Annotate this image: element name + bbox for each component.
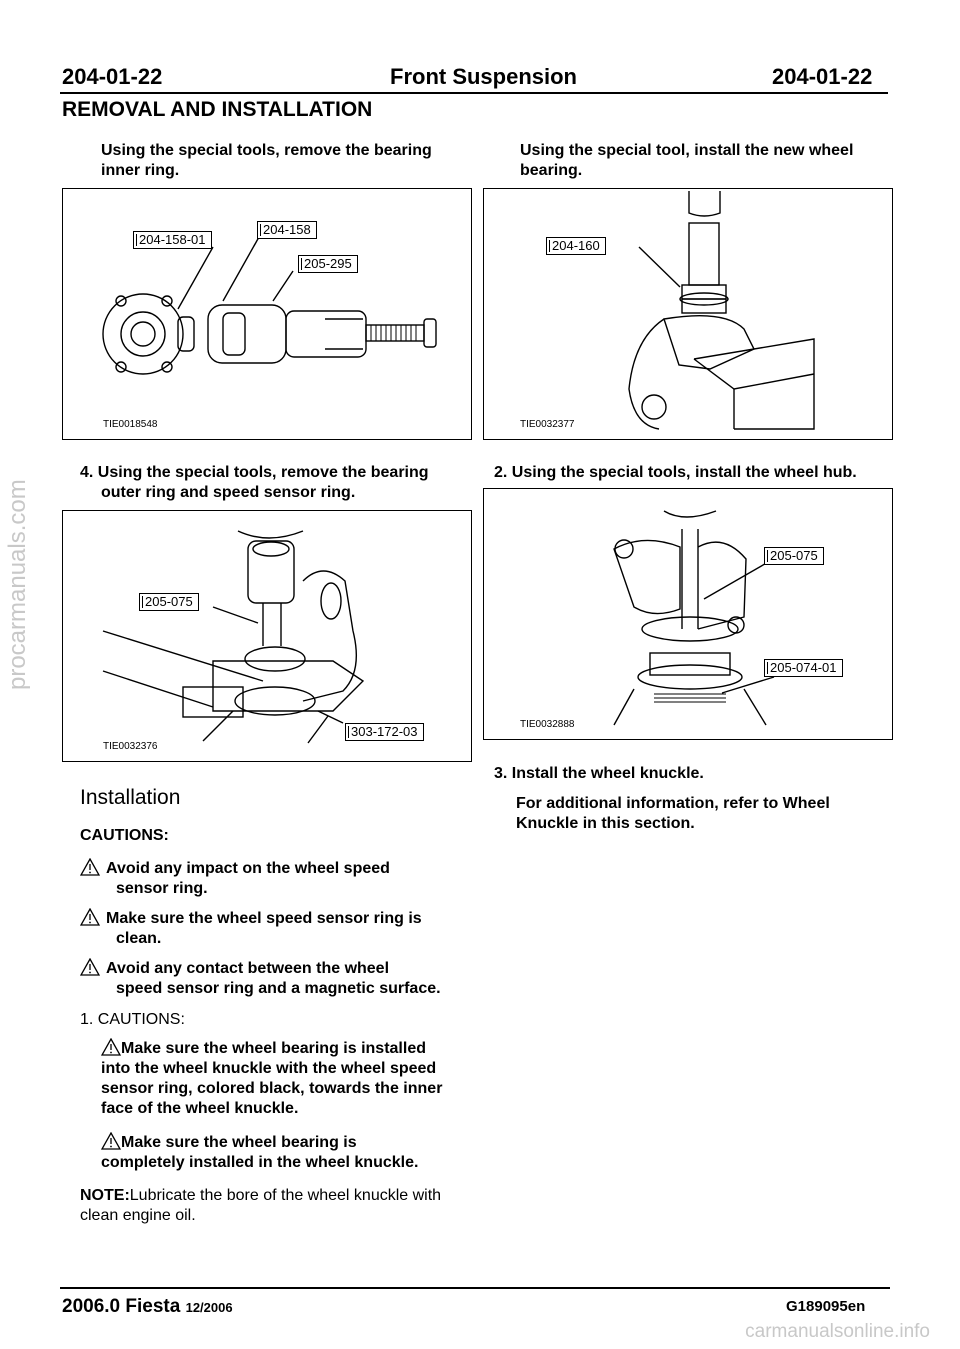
- footer-model: 2006.0 Fiesta 12/2006: [62, 1296, 233, 1317]
- caution-item: Avoid any contact between the wheel spee…: [80, 958, 441, 999]
- step-1-caution-a: Make sure the wheel bearing is installed…: [101, 1038, 443, 1117]
- tool-label: 205-295: [298, 255, 358, 273]
- figure-install-hub: 205-075 205-074-01 TIE0032888: [483, 488, 893, 740]
- warning-icon: [101, 1132, 121, 1150]
- warning-icon: [80, 908, 100, 926]
- figure-hub-inner-ring: 204-158-01 204-158 205-295 TIE0018548: [62, 188, 472, 440]
- footer-doc-code: G189095en: [786, 1298, 866, 1315]
- hub-press-drawing: [613, 510, 775, 726]
- right-step-2: 2. Using the special tools, install the …: [494, 464, 857, 481]
- section-title: REMOVAL AND INSTALLATION: [62, 98, 373, 121]
- tool-label: 205-075: [764, 547, 824, 565]
- caution-item: Avoid any impact on the wheel speed sens…: [80, 858, 390, 899]
- warning-icon: [101, 1038, 121, 1056]
- press-knuckle-drawing: [102, 530, 365, 744]
- right-step-3: 3. Install the wheel knuckle.: [494, 765, 704, 782]
- warning-icon: [80, 858, 100, 876]
- footer-rule: [60, 1287, 890, 1289]
- bearing-press-drawing: [628, 191, 815, 430]
- figure-id: TIE0018548: [103, 419, 158, 430]
- bottom-watermark: carmanualsonline.info: [745, 1321, 930, 1342]
- installation-heading: Installation: [80, 786, 181, 809]
- right-ref: For additional information, refer to Whe…: [516, 795, 830, 832]
- tool-label: 204-158: [257, 221, 317, 239]
- tool-label: 303-172-03: [345, 723, 424, 741]
- step-1-label: 1. CAUTIONS:: [80, 1011, 185, 1028]
- figure-id: TIE0032376: [103, 741, 158, 752]
- left-step-a: Using the special tools, remove the bear…: [101, 142, 432, 179]
- tool-label: 204-160: [546, 237, 606, 255]
- tool-label: 204-158-01: [133, 231, 212, 249]
- side-watermark: procarmanuals.com: [4, 479, 31, 690]
- right-step-a: Using the special tool, install the new …: [520, 142, 854, 179]
- caution-item: Make sure the wheel speed sensor ring is…: [80, 908, 422, 949]
- figure-id: TIE0032888: [520, 719, 575, 730]
- left-step-4: 4. Using the special tools, remove the b…: [80, 464, 429, 501]
- tool-label: 205-074-01: [764, 659, 843, 677]
- hub-puller-drawing: [102, 236, 437, 375]
- note: NOTE:Lubricate the bore of the wheel knu…: [80, 1187, 442, 1224]
- step-1-caution-b: Make sure the wheel bearing is completel…: [101, 1132, 419, 1171]
- figure-install-bearing: 204-160 TIE0032377: [483, 188, 893, 440]
- header-right-code: 204-01-22: [772, 64, 873, 89]
- figure-id: TIE0032377: [520, 419, 575, 430]
- cautions-heading: CAUTIONS:: [80, 827, 169, 844]
- header-rule: [60, 92, 888, 94]
- warning-icon: [80, 958, 100, 976]
- tool-label: 205-075: [139, 593, 199, 611]
- header-left-code: 204-01-22: [62, 64, 163, 89]
- header-title: Front Suspension: [390, 64, 577, 89]
- figure-outer-ring: 205-075 303-172-03 TIE0032376: [62, 510, 472, 762]
